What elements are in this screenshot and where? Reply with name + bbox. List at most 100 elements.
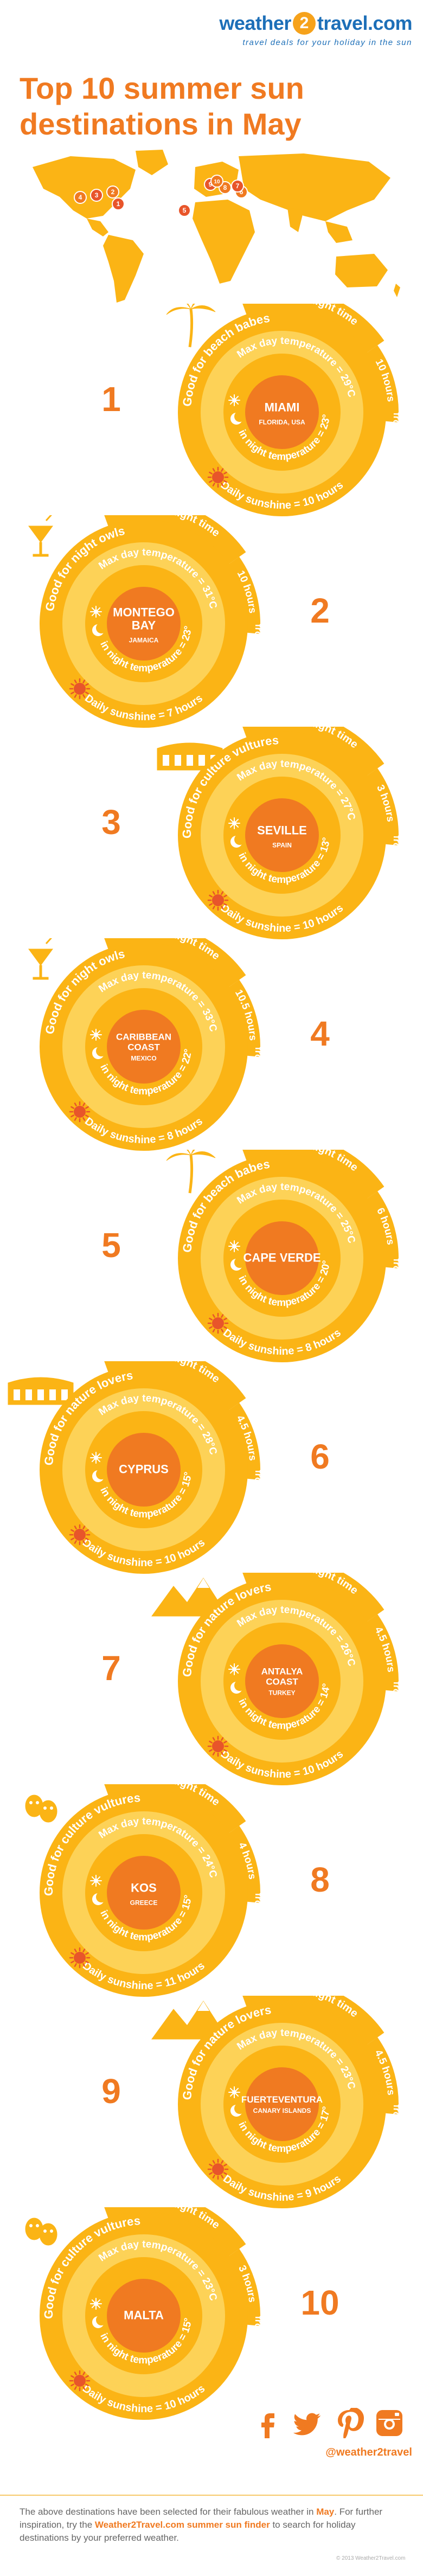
- center-disc: [245, 798, 319, 872]
- moon-icon: [230, 2103, 245, 2117]
- moon-icon: [92, 2315, 107, 2328]
- sun-icon: [69, 1524, 91, 1546]
- sunrise-icon: [90, 1452, 102, 1464]
- map-marker-label: 4: [79, 194, 82, 201]
- center-disc: [107, 1856, 181, 1930]
- destination-name: BAY: [132, 619, 156, 632]
- destination-region: CANARY ISLANDS: [253, 2107, 311, 2114]
- destination-name: COAST: [266, 1676, 298, 1687]
- palm-tree-icon: [166, 1150, 216, 1194]
- moon-icon: [230, 834, 245, 848]
- center-disc: [107, 1010, 181, 1084]
- center-disc: [245, 1644, 319, 1718]
- destination-name: MIAMI: [265, 401, 300, 414]
- sunrise-icon: [90, 2298, 102, 2310]
- map-marker-3: 3: [90, 189, 103, 202]
- destination-name: MONTEGO: [113, 606, 175, 619]
- map-marker-label: 8: [223, 184, 227, 191]
- summer-sun-finder-link[interactable]: Weather2Travel.com summer sun finder: [94, 2520, 270, 2530]
- moon-icon: [92, 1046, 107, 1059]
- center-disc: [107, 2279, 181, 2353]
- sun-icon: [207, 1312, 229, 1334]
- destination-rank: 6: [310, 1437, 330, 1476]
- destination-name: KOS: [131, 1881, 157, 1895]
- twitter-handle[interactable]: @weather2travel: [325, 2446, 412, 2458]
- sun-icon: [69, 1101, 91, 1123]
- destination-name: ANTALYA: [261, 1666, 303, 1676]
- sunrise-icon: [90, 606, 102, 618]
- destination-rank: 4: [310, 1014, 330, 1053]
- sun-icon: [69, 2370, 91, 2392]
- destination-name: SEVILLE: [257, 824, 307, 837]
- masks-icon: [25, 1795, 57, 1823]
- destination-region: SPAIN: [272, 842, 292, 849]
- sunrise-icon: [90, 1029, 102, 1041]
- pinterest-icon[interactable]: [334, 2408, 364, 2438]
- destination-rank: 10: [300, 2283, 339, 2322]
- footer-text-before: The above destinations have been selecte…: [20, 2507, 317, 2517]
- map-marker-1: 1: [112, 197, 125, 210]
- facebook-icon[interactable]: [253, 2408, 284, 2438]
- destination-name: FUERTEVENTURA: [241, 2094, 323, 2105]
- cocktail-glass-icon: [28, 938, 53, 980]
- page-title: Top 10 summer sun destinations in May: [20, 71, 304, 141]
- center-disc: [245, 375, 319, 449]
- sun-icon: [207, 466, 229, 488]
- destination-rank: 2: [310, 591, 330, 630]
- map-marker-5: 5: [178, 204, 191, 217]
- logo-prefix: weather: [219, 12, 291, 34]
- sun-icon: [207, 1735, 229, 1757]
- center-disc: [107, 587, 181, 661]
- center-disc: [107, 1433, 181, 1507]
- destination-region: JAMAICA: [129, 637, 159, 644]
- destination-rank: 9: [101, 2072, 121, 2111]
- center-disc: [245, 2067, 319, 2141]
- map-marker-label: 3: [95, 191, 99, 199]
- footer-text-mid: . For further inspiration, try the: [20, 2507, 383, 2530]
- map-marker-label: 6: [240, 188, 243, 196]
- destination-rank: 3: [101, 803, 121, 842]
- destination-rank: 8: [310, 1860, 330, 1899]
- footer-text-after: to search for holiday destinations by yo…: [20, 2520, 356, 2543]
- cocktail-glass-icon: [28, 515, 53, 557]
- sun-icon: [69, 1947, 91, 1969]
- colosseum-icon: [8, 1377, 74, 1405]
- map-marker-10: 10: [210, 175, 223, 188]
- destination-region: MEXICO: [131, 1054, 156, 1062]
- logo-suffix: travel.com: [317, 12, 413, 34]
- masks-icon: [25, 2218, 57, 2246]
- map-marker-label: 10: [214, 179, 220, 185]
- destination-region: FLORIDA, USA: [259, 419, 305, 426]
- footer-divider: [0, 2495, 423, 2496]
- twitter-icon[interactable]: [293, 2408, 324, 2438]
- destination-region: TURKEY: [268, 1689, 295, 1696]
- moon-icon: [230, 1257, 245, 1271]
- footer-month: May: [316, 2507, 335, 2517]
- destination-rank: 5: [101, 1226, 121, 1265]
- sunrise-icon: [90, 1875, 102, 1887]
- map-marker-label: 7: [236, 182, 240, 190]
- destination-name: CYPRUS: [119, 1463, 169, 1476]
- map-marker-2: 2: [106, 185, 119, 198]
- destination-name: CAPE VERDE: [243, 1251, 321, 1265]
- center-disc: [245, 1221, 319, 1295]
- palm-tree-icon: [166, 304, 216, 348]
- logo-number: 2: [292, 12, 316, 35]
- sunrise-icon: [228, 2086, 240, 2098]
- social-links: @weather2travel: [249, 2408, 412, 2468]
- destination-rank: 7: [101, 1649, 121, 1688]
- instagram-icon[interactable]: [374, 2408, 405, 2438]
- map-marker-4: 4: [74, 191, 87, 204]
- destination-name: MALTA: [124, 2309, 164, 2322]
- moon-icon: [92, 1469, 107, 1482]
